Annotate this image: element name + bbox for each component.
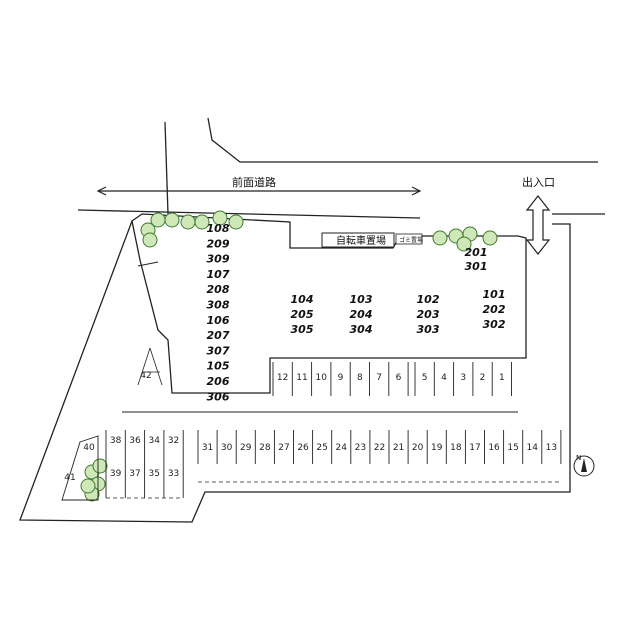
tree-icon (456, 236, 472, 252)
parking-slot-number: 36 (129, 436, 141, 446)
room-number: 301 (465, 260, 488, 273)
room-number: 202 (483, 303, 506, 316)
room-number: 103 (350, 293, 373, 306)
room-number: 206 (207, 375, 230, 388)
parking-slot-number: 14 (527, 443, 539, 453)
room-number: 201 (465, 246, 488, 259)
room-number: 104 (291, 293, 314, 306)
lot-lines (122, 261, 518, 413)
tree-icon (482, 230, 498, 246)
tree-group (80, 210, 498, 502)
garbage-label: ゴミ置場 (399, 236, 423, 244)
parking-slot-number: 4 (441, 373, 447, 383)
parking-slot-number: 35 (149, 469, 160, 479)
room-number: 302 (483, 318, 506, 331)
parking-slot-number: 19 (431, 443, 443, 453)
tree-icon (432, 230, 448, 246)
room-number: 205 (291, 308, 314, 321)
room-number: 203 (417, 308, 440, 321)
front-road-arrow (96, 186, 422, 196)
parking-slot-number: 24 (336, 443, 348, 453)
parking-slot-number: 23 (355, 443, 366, 453)
slope-hatch (137, 347, 163, 386)
parking-slot-number: 13 (546, 443, 557, 453)
room-number: 303 (417, 323, 440, 336)
parking-slot-number: 31 (202, 443, 213, 453)
parking-slot-number: 10 (316, 373, 328, 383)
room-number: 307 (207, 344, 230, 357)
parking-slot-number: 30 (221, 443, 233, 453)
parking-slot-number: 3 (460, 373, 466, 383)
parking-slot-number: 32 (168, 436, 179, 446)
room-number: 101 (483, 288, 506, 301)
parking-slot-number: 8 (357, 373, 363, 383)
tree-icon (164, 212, 180, 228)
parking-slot-number: 1 (499, 373, 505, 383)
parking-slot-number: 15 (507, 443, 518, 453)
entrance-arrow (525, 195, 551, 255)
front-road-label: 前面道路 (232, 175, 276, 189)
room-number: 204 (350, 308, 373, 321)
parking-slot-number: 11 (296, 373, 307, 383)
bicycle-parking-box (321, 232, 395, 248)
parking-slot-number: 2 (480, 373, 486, 383)
tree-icon (150, 212, 166, 228)
parking-slot-number: 39 (110, 469, 122, 479)
parking-slot-number: 16 (488, 443, 500, 453)
parking-slot-number: 41 (64, 473, 75, 483)
parking-slot-number: 28 (259, 443, 271, 453)
room-numbers: 1082093091072083081062073071052063061042… (207, 222, 506, 403)
parking-slot-number: 18 (450, 443, 462, 453)
entrance-label: 出入口 (522, 175, 555, 189)
parking-slot-number: 42 (140, 371, 151, 381)
north-label: N (576, 454, 581, 462)
parking-slot-number: 9 (338, 373, 344, 383)
parking-slot-number: 29 (240, 443, 252, 453)
parking-slot-number: 5 (422, 373, 428, 383)
parking-slot-number: 38 (110, 436, 122, 446)
parking-slot-number: 26 (297, 443, 309, 453)
room-number: 305 (291, 323, 314, 336)
tree-icon (92, 458, 108, 474)
parking-slot-number: 27 (278, 443, 289, 453)
parking-slot-number: 21 (393, 443, 404, 453)
tree-icon (194, 214, 210, 230)
parking-slot-number: 34 (149, 436, 161, 446)
tree-icon (228, 214, 244, 230)
parking-slot-number: 37 (129, 469, 140, 479)
room-number: 207 (207, 329, 230, 342)
room-number: 102 (417, 293, 440, 306)
parking-slot-number: 33 (168, 469, 179, 479)
room-number: 306 (207, 390, 230, 403)
room-number: 308 (207, 299, 230, 312)
boundary-lines (19, 117, 605, 523)
bicycle-parking-label: 自転車置場 (336, 234, 386, 247)
north-symbol (573, 455, 595, 477)
room-number: 304 (350, 323, 373, 336)
tree-icon (180, 214, 196, 230)
parking-slot-number: 7 (376, 373, 382, 383)
tree-icon (80, 478, 96, 494)
room-number: 105 (207, 360, 230, 373)
room-number: 209 (207, 237, 230, 250)
parking-slot-number: 20 (412, 443, 424, 453)
tree-icon (212, 210, 228, 226)
parking-slot-number: 25 (316, 443, 327, 453)
parking-slot-number: 40 (83, 443, 95, 453)
parking-slot-number: 6 (396, 373, 402, 383)
room-number: 108 (207, 222, 230, 235)
tree-icon (142, 232, 158, 248)
parking-slot-number: 17 (469, 443, 480, 453)
garbage-box (395, 233, 423, 245)
parking-slot-number: 12 (277, 373, 288, 383)
room-number: 208 (207, 283, 230, 296)
room-number: 309 (207, 253, 230, 266)
room-number: 107 (207, 268, 230, 281)
parking-slot-number: 22 (374, 443, 385, 453)
room-number: 106 (207, 314, 230, 327)
